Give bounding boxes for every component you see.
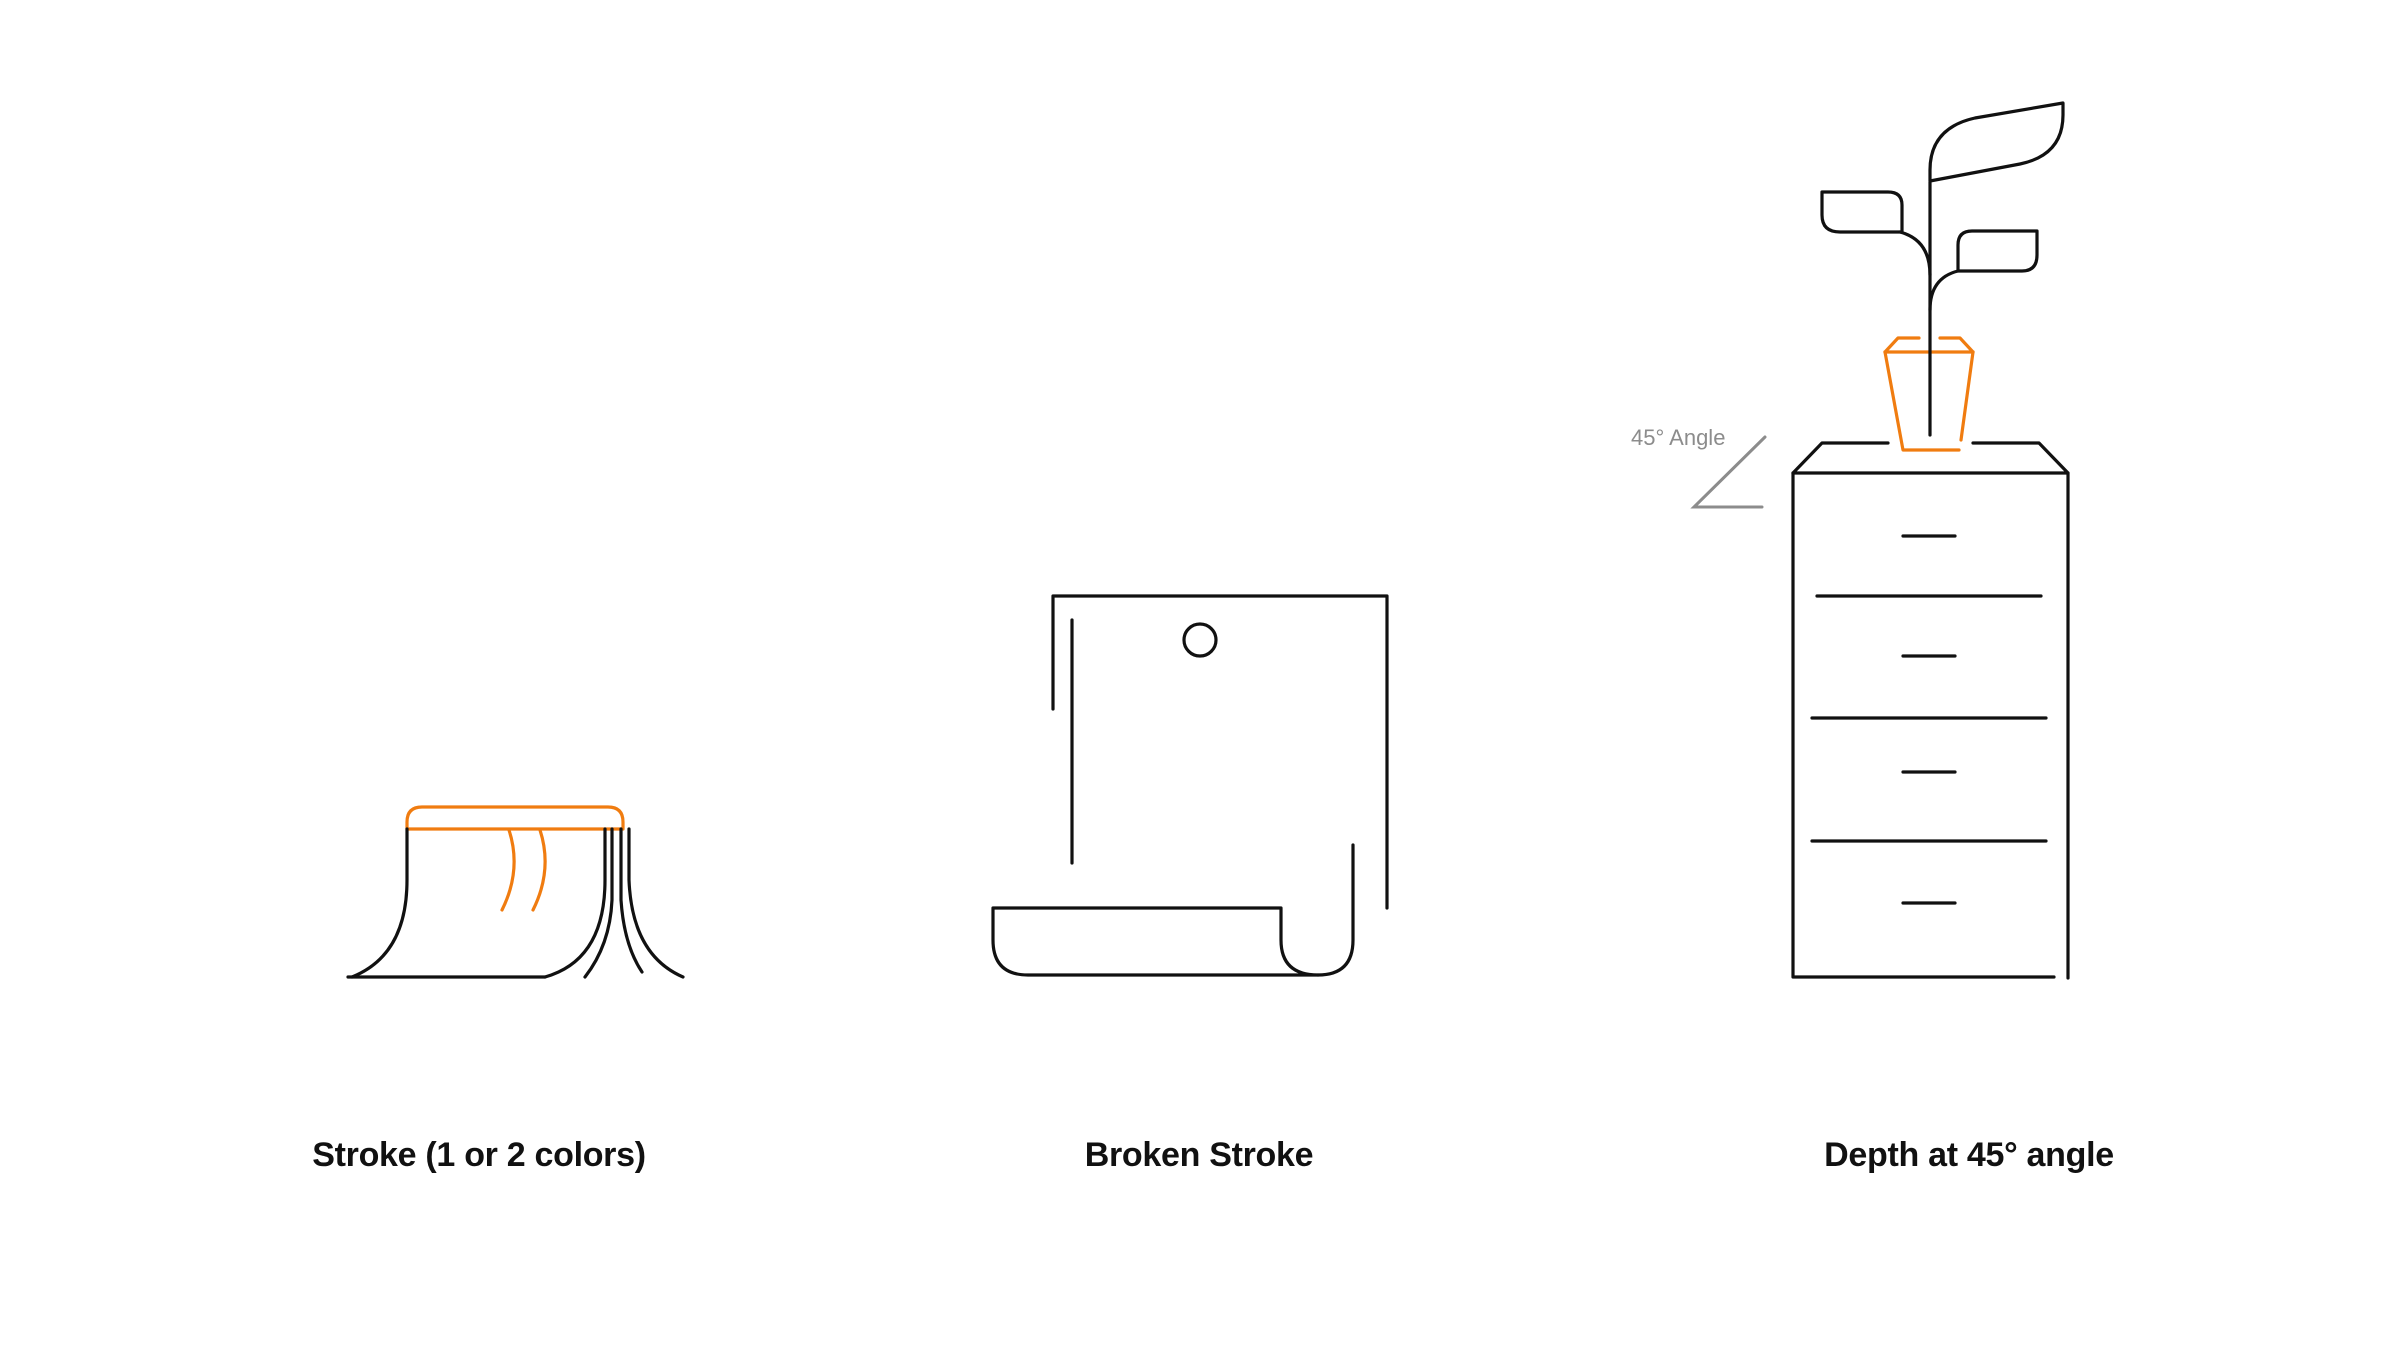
- stroke-caption: Stroke (1 or 2 colors): [312, 1136, 646, 1174]
- paper-scroll-icon: [991, 594, 1389, 977]
- angle-indicator-icon: [1690, 435, 1767, 509]
- plant-on-cabinet-icon: [1791, 101, 2070, 980]
- tree-stump-icon: [346, 805, 685, 979]
- angle-annotation-label: 45° Angle: [1631, 425, 1726, 450]
- depth-caption: Depth at 45° angle: [1824, 1136, 2114, 1174]
- broken-stroke-caption: Broken Stroke: [1084, 1136, 1314, 1174]
